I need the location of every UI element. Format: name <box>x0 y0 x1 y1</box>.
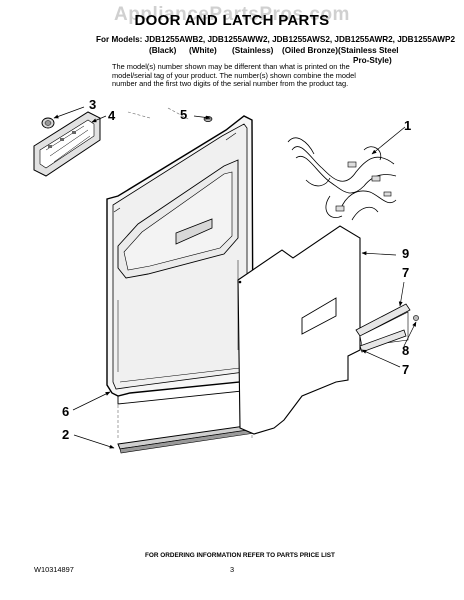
cap-part <box>41 117 55 129</box>
callout-8: 8 <box>402 343 410 358</box>
inner-door-panel <box>106 115 254 405</box>
callout-7-lower: 7 <box>402 362 410 377</box>
callout-2: 2 <box>62 427 70 442</box>
callout-3: 3 <box>89 97 97 112</box>
callout-7-upper: 7 <box>402 265 410 280</box>
ordering-info: FOR ORDERING INFORMATION REFER TO PARTS … <box>145 552 335 559</box>
callout-5: 5 <box>180 107 188 122</box>
wire-harness <box>287 137 397 221</box>
callout-1: 1 <box>404 118 412 133</box>
color-stainless: (Stainless) <box>232 46 274 55</box>
note-line: number and the first two digits of the s… <box>112 79 349 89</box>
leader-lines <box>53 106 417 449</box>
callout-9: 9 <box>402 246 410 261</box>
note-line: The model(s) number shown may be differe… <box>112 62 350 71</box>
door-bottom-trim <box>117 424 256 454</box>
color-pro-style: Pro-Style) <box>353 56 392 65</box>
color-oiled-bronze: (Oiled Bronze) <box>282 46 338 55</box>
color-white: (White) <box>189 46 217 55</box>
control-console <box>33 111 101 177</box>
page-title: DOOR AND LATCH PARTS <box>134 12 330 29</box>
page-number: 3 <box>230 565 235 574</box>
callout-4: 4 <box>108 108 116 123</box>
document-number: W10314897 <box>34 565 74 574</box>
model-note: The model(s) number shown may be differe… <box>112 62 356 89</box>
callout-6: 6 <box>62 404 70 419</box>
insulation-panel <box>237 225 361 435</box>
watermark: AppliancePartsPros.com <box>114 4 350 25</box>
latch-bracket <box>355 303 419 353</box>
color-black: (Black) <box>149 46 177 55</box>
color-stainless-steel: (Stainless Steel <box>338 46 399 55</box>
models-line: For Models: JDB1255AWB2, JDB1255AWW2, JD… <box>96 35 456 44</box>
note-line: model/serial tag of your product. The nu… <box>112 70 356 80</box>
